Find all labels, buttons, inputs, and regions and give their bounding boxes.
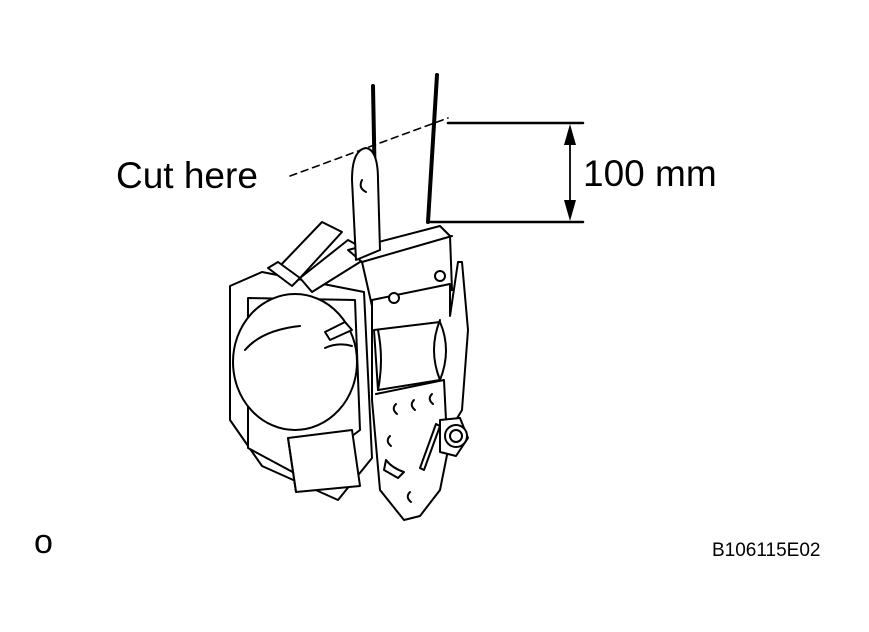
cut-line bbox=[289, 117, 449, 177]
retractor-body bbox=[229, 147, 469, 521]
dimension-label: 100 mm bbox=[583, 153, 717, 194]
corner-mark: o bbox=[34, 523, 53, 561]
figure-code: B106115E02 bbox=[712, 540, 821, 561]
mounting-bolt-icon bbox=[439, 417, 469, 457]
dimension-marker bbox=[428, 121, 585, 224]
belt-webbing bbox=[371, 73, 439, 247]
cut-here-label: Cut here bbox=[116, 155, 258, 196]
spool-cover bbox=[232, 293, 358, 431]
